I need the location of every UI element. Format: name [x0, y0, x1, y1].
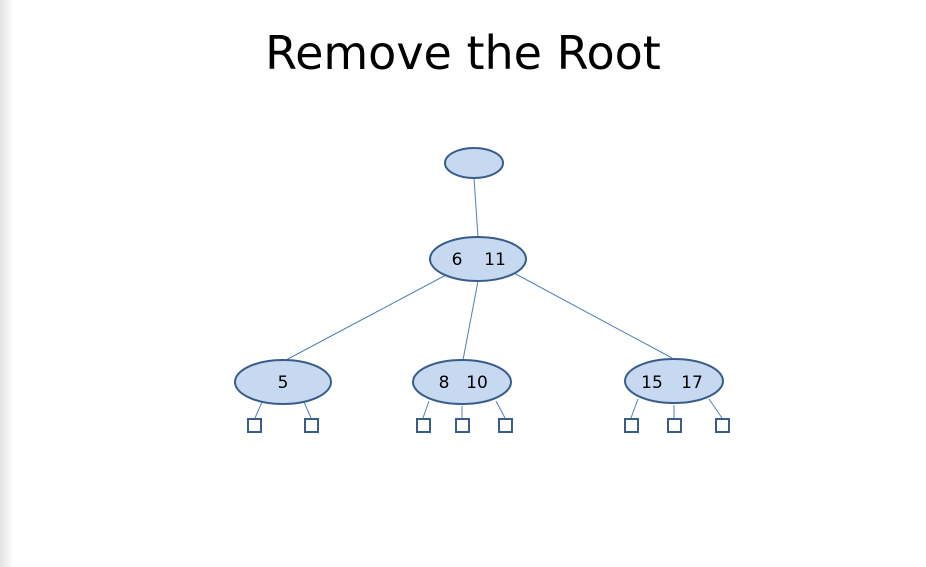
leaf-square — [624, 418, 639, 433]
slide-edge-shadow — [0, 0, 14, 567]
leaf-edge — [303, 401, 312, 419]
leaf-square — [455, 418, 470, 433]
edge-root-to-node — [473, 177, 479, 238]
leaf-edge — [495, 400, 506, 419]
node-key: 17 — [681, 373, 703, 393]
leaf-square — [304, 418, 319, 433]
leaf-edge — [422, 400, 430, 419]
node-key: 5 — [278, 373, 289, 393]
node-key: 11 — [484, 250, 506, 270]
node-key: 15 — [641, 373, 663, 393]
leaf-square — [715, 418, 730, 433]
node-key: 10 — [466, 373, 488, 393]
node-key: 6 — [452, 250, 463, 270]
leaf-edge — [630, 398, 639, 419]
child-node-middle — [412, 359, 512, 405]
child-node-left — [234, 359, 332, 405]
leaf-edge — [708, 398, 723, 419]
edge-node-to-child-middle — [462, 280, 479, 361]
leaf-square — [416, 418, 431, 433]
child-node-right — [624, 358, 724, 404]
leaf-square — [247, 418, 262, 433]
root-node-empty — [444, 147, 504, 179]
leaf-square — [667, 418, 682, 433]
edge-node-to-child-right — [511, 271, 673, 359]
node-key: 8 — [439, 373, 450, 393]
leaf-square — [498, 418, 513, 433]
leaf-edge — [254, 401, 263, 419]
page-title: Remove the Root — [265, 26, 661, 80]
edge-node-to-child-left — [285, 274, 447, 361]
internal-node — [429, 236, 527, 282]
